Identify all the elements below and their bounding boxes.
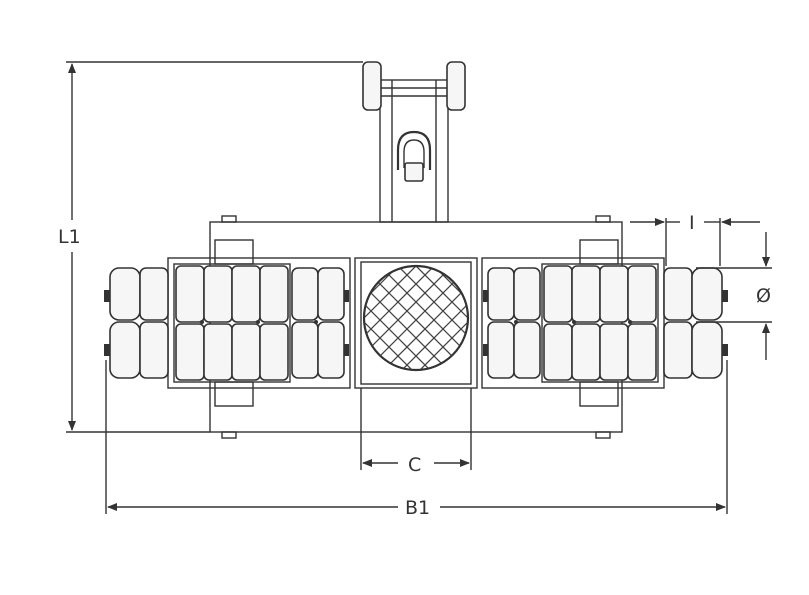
dimension-i-label: I — [689, 212, 695, 234]
tow-bar-right-wheel — [446, 61, 466, 111]
tow-bar-frame — [379, 79, 449, 223]
left-roller-block — [104, 257, 351, 389]
dimension-i: I — [630, 212, 760, 266]
tow-bar-left-wheel — [362, 61, 382, 111]
dimension-b1: B1 — [105, 360, 728, 519]
lifting-eye-icon — [396, 130, 432, 182]
turntable-plate — [354, 257, 478, 389]
dimension-l1: L1 — [58, 61, 363, 433]
dimension-diameter-label: Ø — [756, 285, 771, 307]
dimension-l1-label: L1 — [58, 226, 81, 248]
right-roller-block — [481, 257, 728, 389]
tow-bar — [362, 61, 466, 223]
dimension-diameter: Ø — [696, 232, 772, 360]
dimension-c-label: C — [408, 454, 421, 476]
dimension-c: C — [360, 388, 472, 476]
rotation-disc — [362, 264, 470, 372]
dimension-b1-label: B1 — [405, 497, 430, 519]
